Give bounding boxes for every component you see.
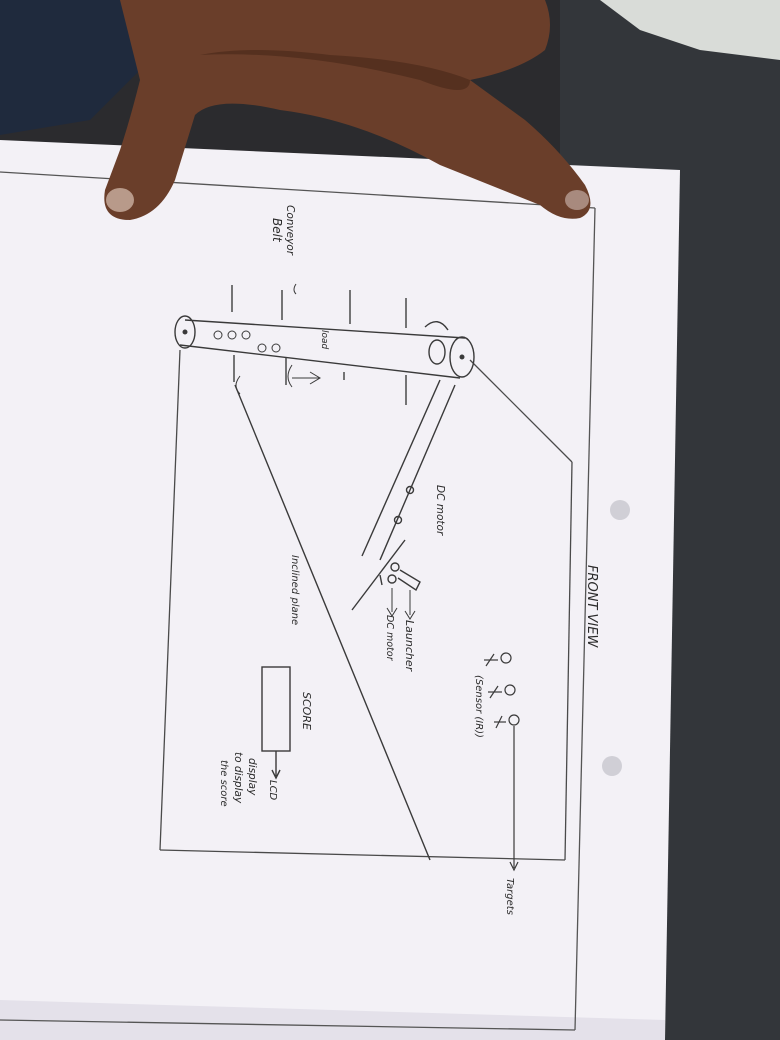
finger-nail <box>565 190 589 210</box>
label-score: SCORE <box>300 692 313 730</box>
label-targets: Targets <box>504 878 515 915</box>
conveyor-ticks <box>231 285 407 405</box>
label-lcd-1: LCD <box>267 780 278 801</box>
label-sensor: (Sensor (IR)) <box>473 675 484 738</box>
conveyor-belt <box>174 315 475 379</box>
target-figures <box>484 652 520 872</box>
label-launcher: Launcher <box>403 620 416 673</box>
launcher-arm <box>351 379 456 611</box>
label-arrows <box>293 283 416 620</box>
paper-sheet <box>0 140 680 1040</box>
balls-on-belt <box>213 330 281 353</box>
binder-hole-bottom <box>602 756 622 776</box>
binder-hole-top <box>610 500 630 520</box>
cloth-top-left <box>0 0 170 135</box>
label-lcd-2: display <box>246 758 258 796</box>
label-conveyor-belt-1: Conveyor <box>284 205 296 256</box>
page-border <box>0 171 596 1031</box>
label-dc-motor-top: DC motor <box>434 485 446 536</box>
thumbnail-nail <box>106 188 134 212</box>
hand <box>104 0 591 220</box>
label-lcd-4: the score <box>218 760 229 807</box>
paper-scrap <box>600 0 780 60</box>
load-marker <box>235 364 321 395</box>
inclined-plane <box>234 384 431 861</box>
frame-outline <box>159 349 573 861</box>
label-dc-motor-bottom: DC motor <box>384 615 395 662</box>
label-inclined-plane: Inclined plane <box>289 555 300 625</box>
label-load: load <box>319 330 329 350</box>
hand-shading <box>200 50 470 90</box>
label-conveyor-belt-2: Belt <box>270 218 284 243</box>
label-lcd-3: to display <box>232 752 244 804</box>
title-front-view: FRONT VIEW <box>584 565 599 648</box>
paper-shadow <box>0 1000 665 1040</box>
lcd-display-box <box>261 666 291 780</box>
